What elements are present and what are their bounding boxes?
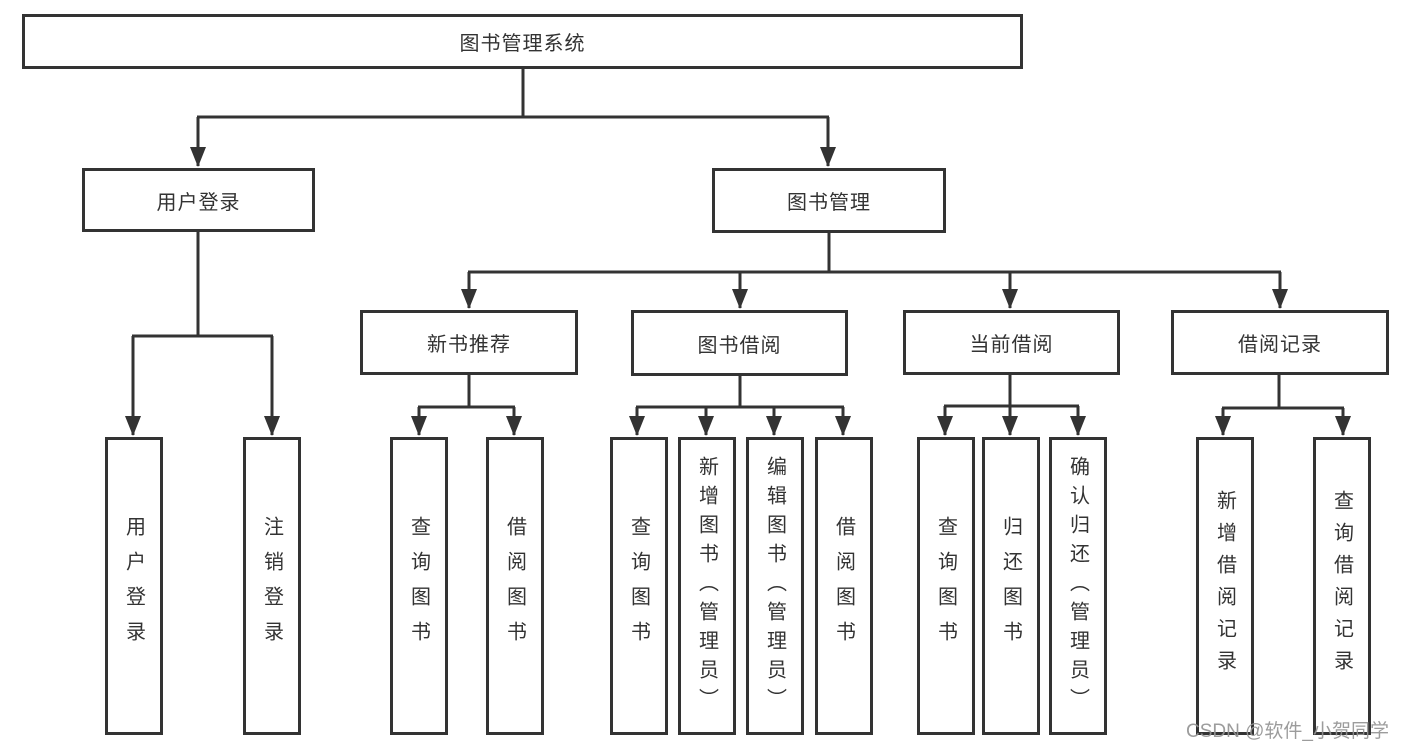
leaf-logout: 注销登录 xyxy=(243,437,301,735)
node-label: 用户登录 xyxy=(122,516,145,656)
node-user-login-branch: 用户登录 xyxy=(82,168,315,232)
node-label: 编辑图书（管理员） xyxy=(763,455,786,717)
node-library-management-system: 图书管理系统 xyxy=(22,14,1023,69)
node-label: 借阅图书 xyxy=(503,516,526,656)
leaf-query-books-recommend: 查询图书 xyxy=(390,437,448,735)
leaf-edit-books-admin: 编辑图书（管理员） xyxy=(746,437,804,735)
leaf-user-login: 用户登录 xyxy=(105,437,163,735)
node-label: 注销登录 xyxy=(260,516,283,656)
node-book-management-branch: 图书管理 xyxy=(712,168,946,233)
node-label: 新书推荐 xyxy=(427,334,511,356)
node-label: 图书管理系统 xyxy=(459,33,586,55)
leaf-return-books: 归还图书 xyxy=(982,437,1040,735)
node-label: 确认归还（管理员） xyxy=(1066,455,1089,717)
node-label: 用户登录 xyxy=(156,191,241,214)
leaf-query-borrowing-record: 查询借阅记录 xyxy=(1313,437,1371,735)
leaf-query-books-borrowing: 查询图书 xyxy=(610,437,668,735)
node-label: 新增图书（管理员） xyxy=(695,455,718,717)
node-label: 查询图书 xyxy=(627,516,650,656)
node-borrowing-records: 借阅记录 xyxy=(1171,310,1389,375)
node-label: 查询借阅记录 xyxy=(1330,490,1353,682)
node-label: 查询图书 xyxy=(934,516,957,656)
leaf-borrow-books: 借阅图书 xyxy=(815,437,873,735)
node-label: 新增借阅记录 xyxy=(1213,490,1236,682)
node-label: 借阅记录 xyxy=(1238,334,1322,356)
leaf-borrow-books-recommend: 借阅图书 xyxy=(486,437,544,735)
node-book-borrowing: 图书借阅 xyxy=(631,310,848,376)
leaf-add-borrowing-record: 新增借阅记录 xyxy=(1196,437,1254,735)
csdn-watermark: CSDN @软件_小贺同学 xyxy=(1186,721,1389,742)
leaf-add-books-admin: 新增图书（管理员） xyxy=(678,437,736,735)
node-label: 归还图书 xyxy=(999,516,1022,656)
leaf-confirm-return-admin: 确认归还（管理员） xyxy=(1049,437,1107,735)
node-current-borrowing: 当前借阅 xyxy=(903,310,1120,375)
node-label: 图书借阅 xyxy=(697,334,782,357)
node-new-book-recommendation: 新书推荐 xyxy=(360,310,578,375)
leaf-query-books-current: 查询图书 xyxy=(917,437,975,735)
node-label: 当前借阅 xyxy=(969,334,1054,356)
node-label: 查询图书 xyxy=(407,516,430,656)
node-label: 图书管理 xyxy=(787,192,871,214)
node-label: 借阅图书 xyxy=(832,516,855,656)
